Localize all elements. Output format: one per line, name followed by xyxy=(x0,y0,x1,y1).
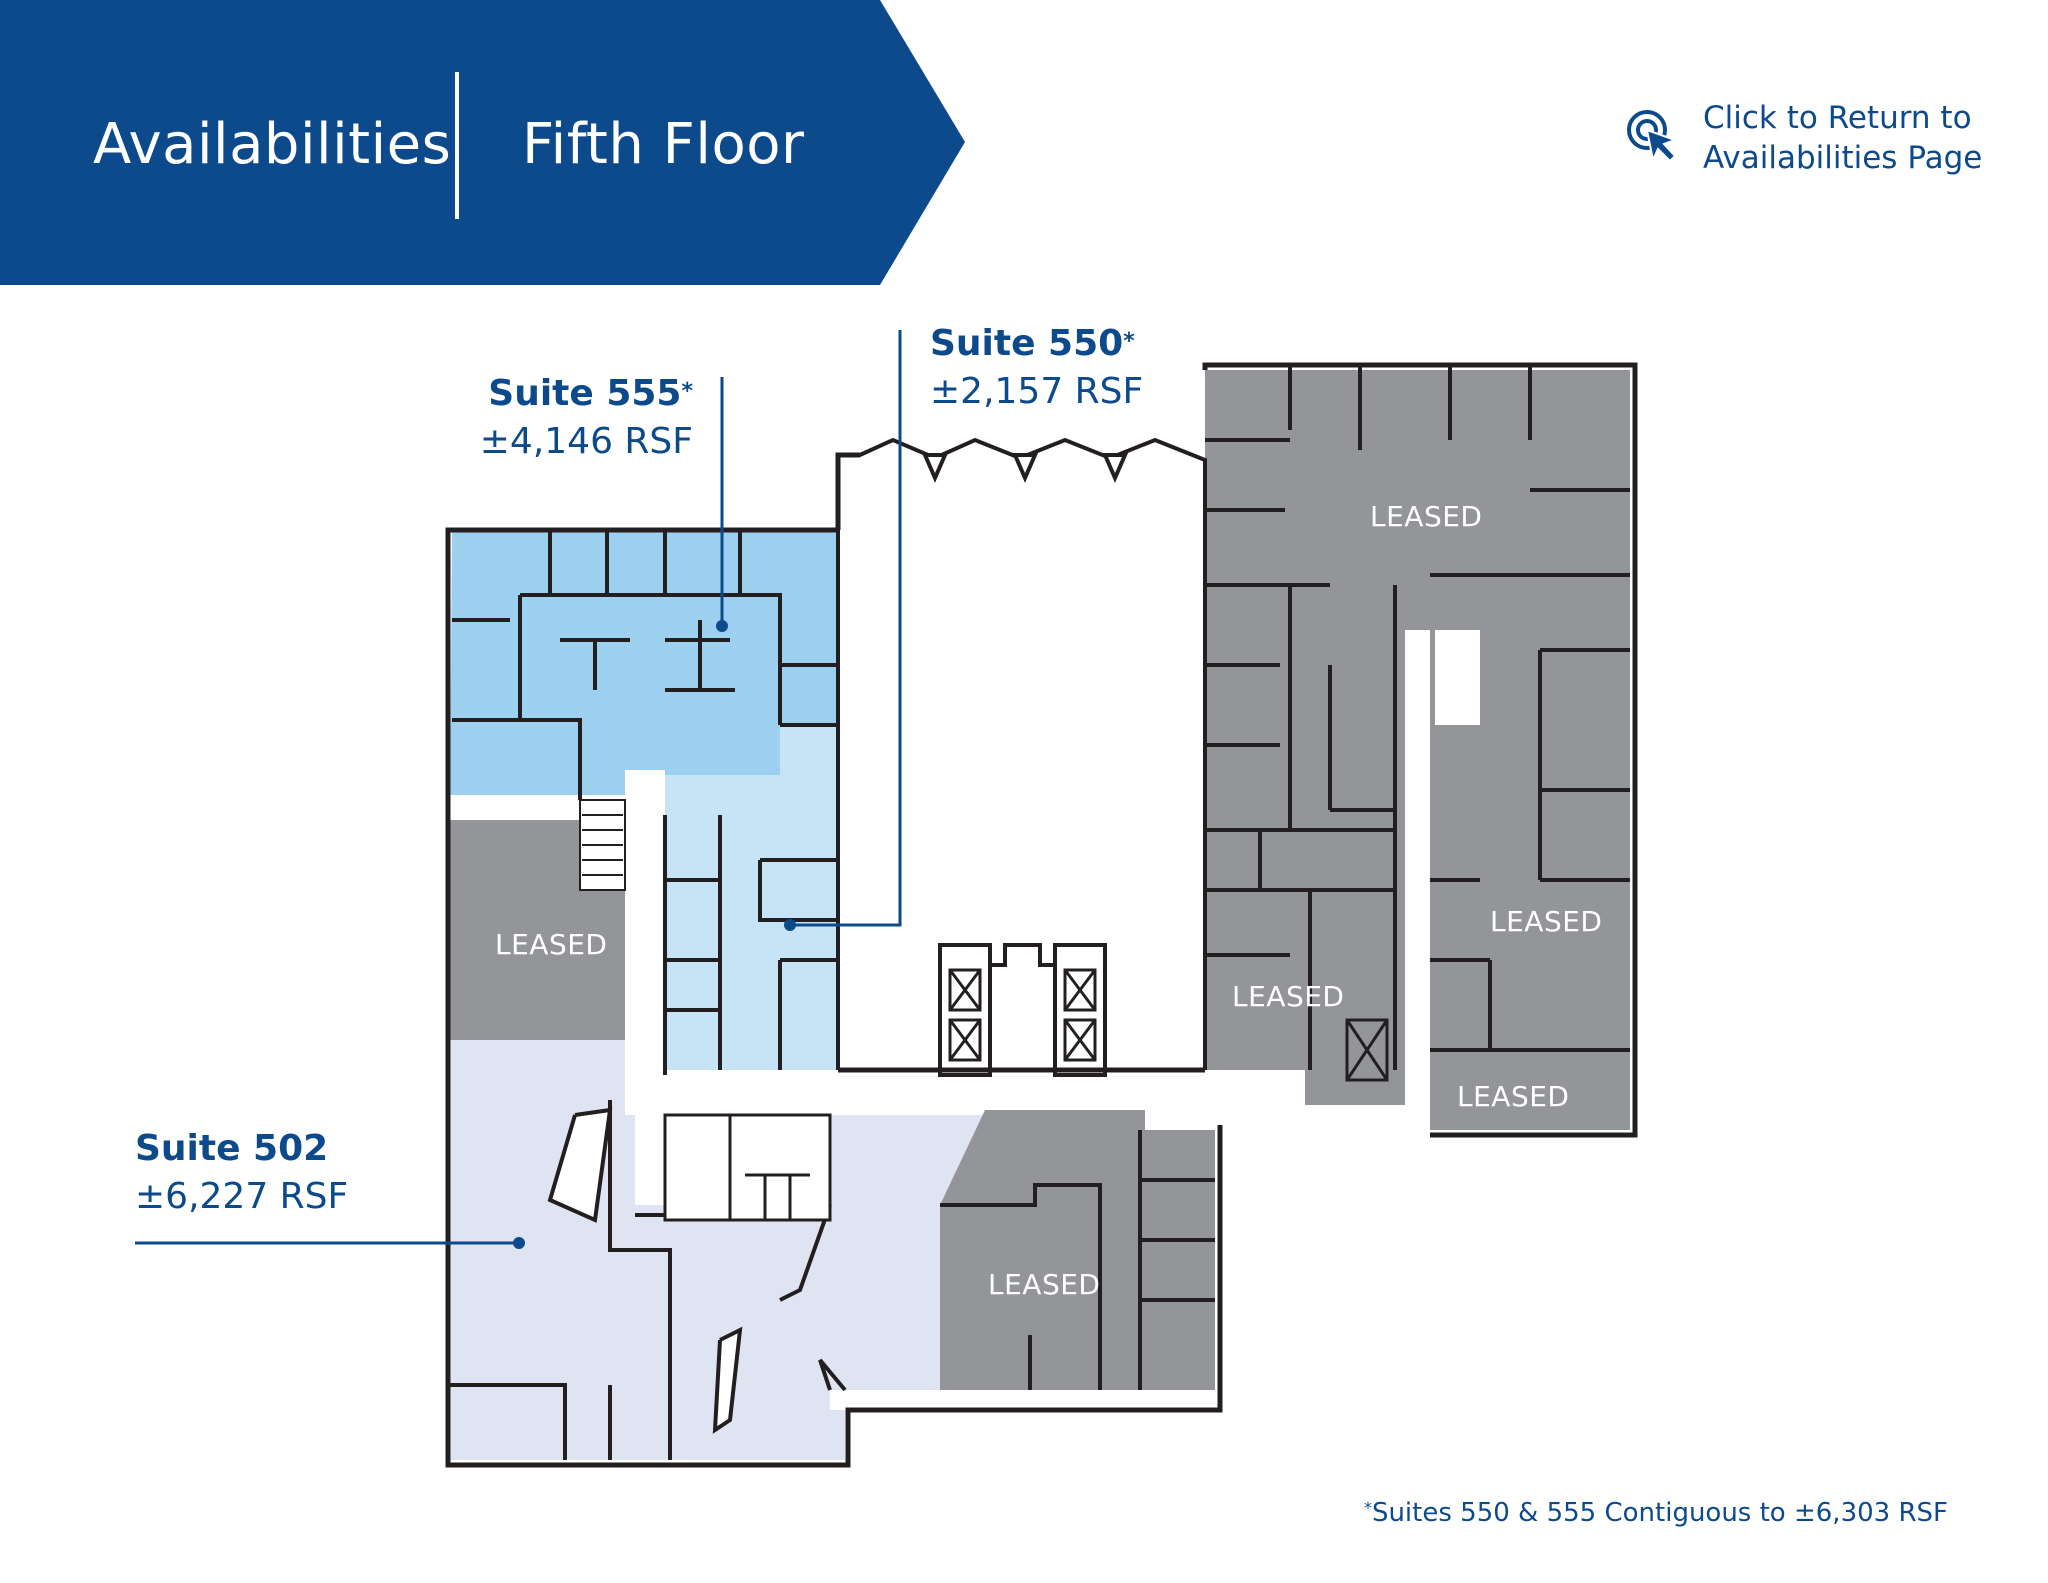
return-link-line2: Availabilities Page xyxy=(1703,140,1983,176)
suite-550-label[interactable]: Suite 550* ±2,157 RSF xyxy=(930,320,1143,416)
suite-555-marker: * xyxy=(681,379,693,404)
cursor-click-icon xyxy=(1627,110,1678,164)
leased-label-center-right: LEASED xyxy=(1232,980,1345,1013)
suite-555-name: Suite 555 xyxy=(488,373,682,414)
leased-label-bottom-right: LEASED xyxy=(1457,1080,1570,1113)
leased-label-left: LEASED xyxy=(495,928,608,961)
suite-550-area: ±2,157 RSF xyxy=(930,371,1144,412)
banner-arrow-shape xyxy=(0,0,965,285)
leased-label-right: LEASED xyxy=(1490,905,1603,938)
suite-550-name: Suite 550 xyxy=(930,323,1124,364)
suite-550-marker: * xyxy=(1123,329,1135,354)
header-banner: Availabilities Fifth Floor xyxy=(0,0,965,285)
return-link-line1: Click to Return to xyxy=(1703,100,1972,136)
corridor-main xyxy=(625,1070,1405,1115)
leased-label-top-right: LEASED xyxy=(1370,500,1483,533)
return-to-availabilities-link[interactable]: Click to Return to Availabilities Page xyxy=(1625,98,1982,188)
callout-dots xyxy=(513,620,796,1249)
storage-room xyxy=(1435,630,1480,725)
suite-550-area[interactable] xyxy=(665,725,838,1070)
corridor-left xyxy=(625,770,665,1100)
atrium-curtain-wall xyxy=(836,437,1207,1070)
suite-555-area: ±4,146 RSF xyxy=(479,421,693,462)
leased-wing-walls xyxy=(1205,365,1630,1070)
floor-title: Fifth Floor xyxy=(522,112,805,177)
section-title: Availabilities xyxy=(93,112,452,177)
leased-area-bottom-center[interactable] xyxy=(940,1110,1215,1390)
footnote-text: Suites 550 & 555 Contiguous to ±6,303 RS… xyxy=(1371,1498,1948,1528)
suite-502-area: ±6,227 RSF xyxy=(135,1176,349,1217)
callout-leaders xyxy=(135,330,902,1245)
footnote: *Suites 550 & 555 Contiguous to ±6,303 R… xyxy=(1364,1498,1948,1528)
restroom-block xyxy=(663,1113,832,1222)
banner-divider xyxy=(455,72,459,219)
leased-label-bottom-center: LEASED xyxy=(988,1268,1101,1301)
stairwell xyxy=(579,799,626,891)
suite-502-label[interactable]: Suite 502 ±6,227 RSF xyxy=(135,1125,348,1221)
suite-550-walls xyxy=(663,815,838,1075)
suite-502-name: Suite 502 xyxy=(135,1128,329,1169)
leased-center-walls xyxy=(940,1130,1215,1390)
building-outline xyxy=(445,362,1638,1468)
footnote-marker: * xyxy=(1363,1498,1372,1517)
suite-555-walls xyxy=(452,530,838,800)
core-wall xyxy=(990,943,1055,967)
suite-555-area[interactable] xyxy=(450,530,838,815)
corridor-right xyxy=(1405,630,1430,1105)
suite-555-label[interactable]: Suite 555* ±4,146 RSF xyxy=(480,370,693,466)
